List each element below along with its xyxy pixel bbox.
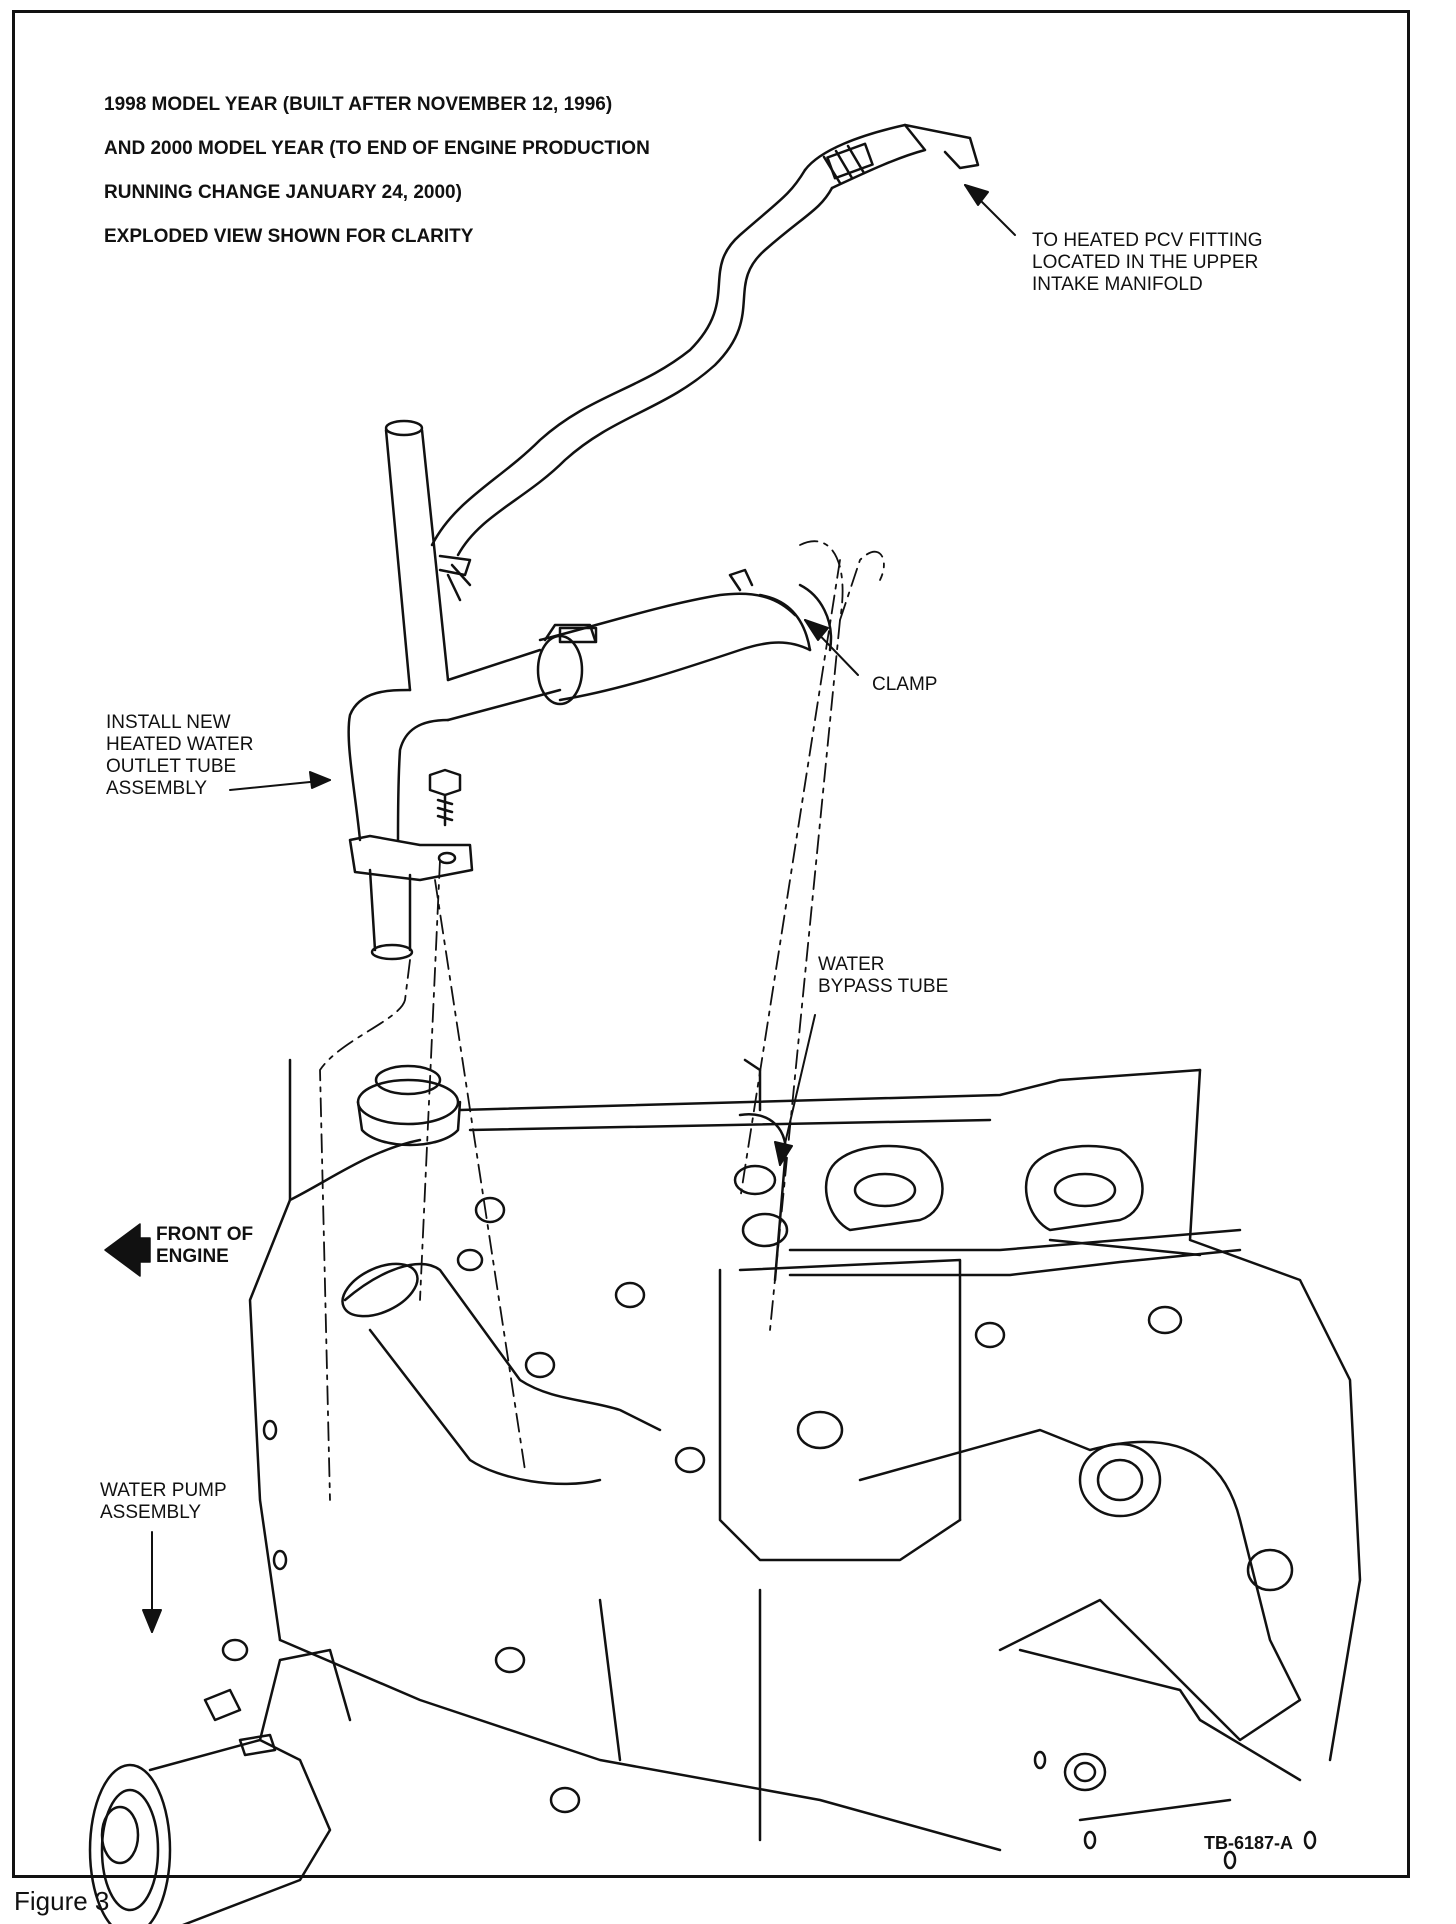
alignment-lines	[319, 540, 885, 1501]
pcv-fitting-callout: TO HEATED PCV FITTING LOCATED IN THE UPP…	[1032, 230, 1263, 295]
water-pump	[88, 1638, 352, 1924]
bolt	[428, 768, 462, 827]
outlet-tube-callout: INSTALL NEW HEATED WATER OUTLET TUBE ASS…	[106, 712, 254, 799]
drawing-id: TB-6187-A	[1204, 1833, 1294, 1853]
model-year-note-line-4: EXPLODED VIEW SHOWN FOR CLARITY	[104, 226, 474, 247]
engine-block	[248, 1058, 1362, 1870]
front-arrow-icon	[104, 1223, 151, 1277]
model-year-note-line-2: AND 2000 MODEL YEAR (TO END OF ENGINE PR…	[104, 138, 650, 159]
leader-arrows	[142, 184, 1016, 1633]
short-hose-with-clamps	[536, 568, 833, 706]
heated-water-outlet-tube	[347, 419, 562, 961]
figure-caption: Figure 3	[14, 1886, 110, 1916]
model-year-note: 1998 MODEL YEAR (BUILT AFTER NOVEMBER 12…	[104, 72, 650, 270]
pcv-hose	[430, 123, 980, 557]
clamp-callout: CLAMP	[872, 674, 938, 695]
front-of-engine-callout: FRONT OF ENGINE	[156, 1224, 254, 1267]
bypass-tube-callout: WATER BYPASS TUBE	[818, 954, 949, 997]
model-year-note-line-3: RUNNING CHANGE JANUARY 24, 2000)	[104, 182, 462, 203]
water-pump-callout: WATER PUMP ASSEMBLY	[100, 1480, 227, 1523]
model-year-note-line-1: 1998 MODEL YEAR (BUILT AFTER NOVEMBER 12…	[104, 94, 613, 115]
